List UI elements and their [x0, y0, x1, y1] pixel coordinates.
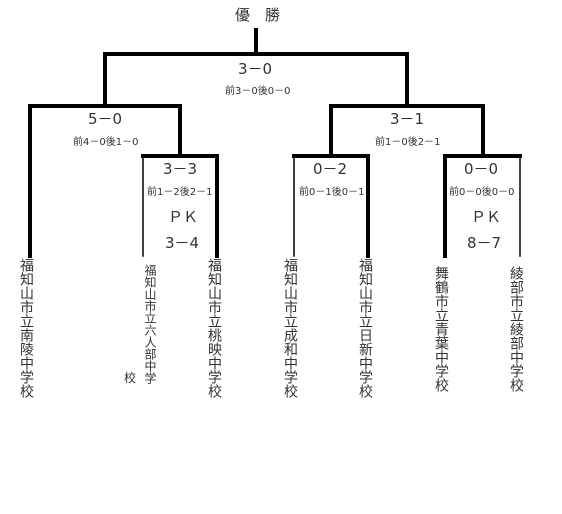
- qf1-pk-score: 3－4: [165, 234, 200, 252]
- qf3-pk-score: 8－7: [467, 234, 502, 252]
- team-6-name: 舞鶴市立青葉中学校: [433, 266, 449, 392]
- team-5-name: 福知山市立日新中学校: [357, 258, 373, 398]
- qf1-pk-label: ＰＫ: [168, 208, 199, 226]
- qf3-halves: 前0－0後0－0: [449, 187, 515, 198]
- qf2-score: 0－2: [313, 160, 348, 178]
- team-4-name: 福知山市立成和中学校: [282, 258, 298, 398]
- semi1-score: 5－0: [88, 110, 123, 128]
- qf1-score: 3－3: [163, 160, 198, 178]
- team-2-overflow-char: 校: [124, 371, 137, 385]
- qf2-halves: 前0－1後0－1: [299, 187, 365, 198]
- semi2-halves: 前1－0後2－1: [375, 137, 441, 148]
- final-halves: 前3－0後0－0: [225, 86, 291, 97]
- team-1-name: 福知山市立南陵中学校: [18, 258, 34, 398]
- final-score: 3－0: [238, 60, 273, 78]
- qf1-halves: 前1－2後2－1: [147, 187, 213, 198]
- team-7-name: 綾部市立綾部中学校: [508, 266, 524, 392]
- champion-title: 優 勝: [235, 6, 281, 24]
- team-2-name: 福知山市立六人部中学: [143, 264, 157, 384]
- team-3-name: 福知山市立桃映中学校: [206, 258, 222, 398]
- semi1-halves: 前4－0後1－0: [73, 137, 139, 148]
- semi2-score: 3－1: [390, 110, 425, 128]
- qf3-score: 0－0: [464, 160, 499, 178]
- qf3-pk-label: ＰＫ: [471, 208, 502, 226]
